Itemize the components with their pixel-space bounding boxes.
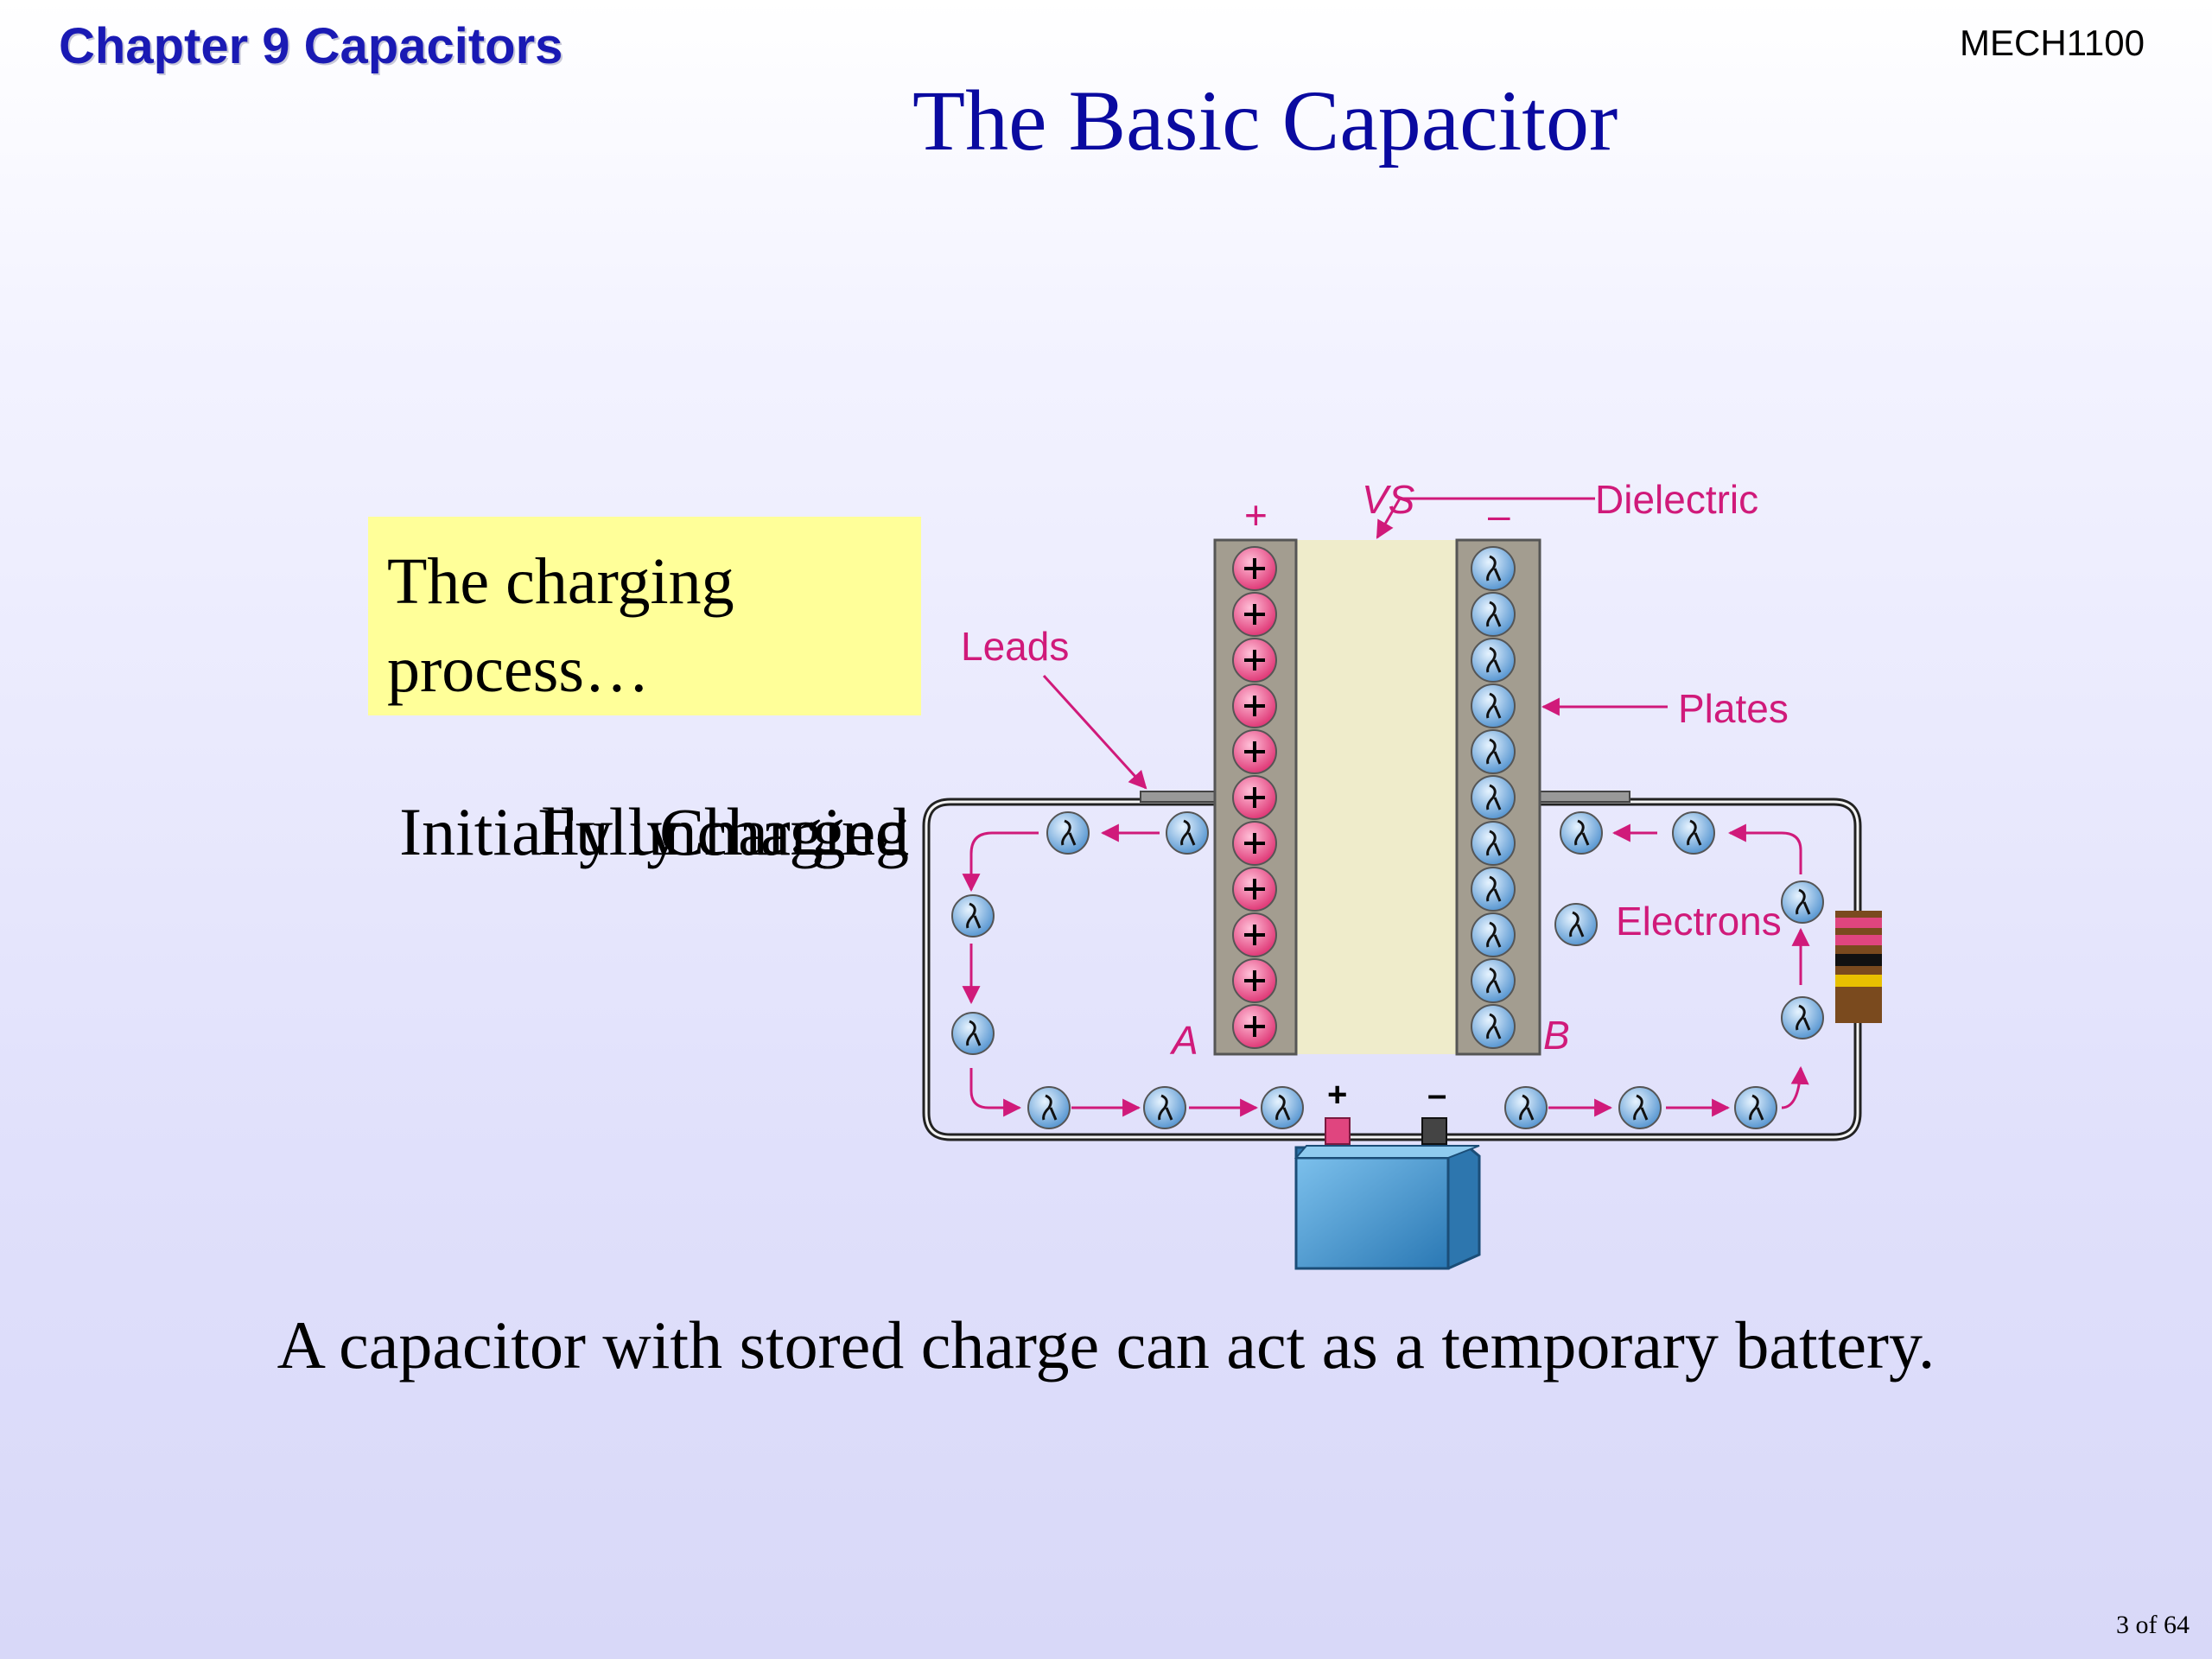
label-pointers [1042, 497, 1668, 790]
electron-icon [1471, 729, 1516, 774]
electron-icon [1672, 811, 1715, 855]
slide-caption: A capacitor with stored charge can act a… [276, 1307, 1936, 1382]
electron-icon [1781, 880, 1824, 924]
positive-charge-icon [1232, 867, 1277, 912]
positive-charge-icon [1232, 638, 1277, 683]
vs-label: VS [1362, 477, 1415, 522]
electron-icon [1781, 996, 1824, 1039]
plate-electrons [1471, 546, 1516, 1049]
electron-icon [1471, 958, 1516, 1003]
battery-positive-terminal [1325, 1117, 1351, 1145]
dielectric-region [1296, 540, 1457, 1054]
electron-icon [1734, 1086, 1777, 1129]
arrow-icon [969, 1068, 1022, 1117]
arrow-icon [1727, 823, 1802, 874]
electron-icon [1471, 912, 1516, 957]
plates-label: Plates [1678, 686, 1789, 731]
dielectric-pointer-tip [1376, 498, 1402, 539]
state-label-initial: Initially uncharged [399, 794, 909, 869]
electron-icon [1261, 1086, 1304, 1129]
electron-icon [1471, 546, 1516, 591]
leads-label: Leads [961, 624, 1069, 669]
electron-icon [1504, 1086, 1548, 1129]
electron-icon [1471, 775, 1516, 820]
electron-icon [1027, 1086, 1071, 1129]
electron-icon [1471, 638, 1516, 683]
positive-charge-icon [1232, 729, 1277, 774]
electron-icon [1560, 811, 1603, 855]
positive-charge-icon [1232, 821, 1277, 866]
course-code: MECH1100 [1960, 22, 2145, 63]
electron-icon [1554, 903, 1598, 946]
plate-b-label: B [1543, 1013, 1570, 1058]
electron-icon [1471, 867, 1516, 912]
positive-charge-icon [1232, 912, 1277, 957]
charging-state-labels: Initially uncharged Charging Fully charg… [356, 793, 909, 880]
battery-icon [1294, 1117, 1481, 1270]
positive-charge-icon [1232, 775, 1277, 820]
electron-icon [1471, 683, 1516, 728]
electron-flow-arrows [962, 823, 1810, 1117]
positive-charge-icon [1232, 592, 1277, 637]
circuit-electrons [951, 811, 1824, 1129]
positive-charge-icon [1232, 1004, 1277, 1049]
positive-charges [1232, 546, 1277, 1049]
electron-icon [1046, 811, 1090, 855]
callout-line-1: The charging [387, 545, 734, 618]
positive-charge-icon [1232, 958, 1277, 1003]
electron-icon [951, 1012, 995, 1055]
callout-box: The charging process… [368, 517, 921, 715]
resistor-icon [1835, 911, 1882, 1023]
battery-plus-label: + [1327, 1076, 1347, 1114]
dielectric-label: Dielectric [1595, 477, 1758, 522]
electron-icon [1471, 821, 1516, 866]
lead-right [1539, 791, 1630, 803]
battery-minus-label: – [1427, 1076, 1446, 1114]
plate-a-label: A [1169, 1018, 1198, 1063]
page-number: 3 of 64 [2116, 1611, 2190, 1639]
plus-top-label: + [1244, 493, 1268, 537]
callout-line-2: process… [387, 633, 650, 706]
electron-icon [1143, 1086, 1186, 1129]
lead-left [1140, 791, 1216, 803]
arrow-icon [1781, 1065, 1809, 1109]
circuit-wire [922, 798, 1862, 1141]
electron-icon [1618, 1086, 1662, 1129]
battery-negative-terminal [1421, 1117, 1447, 1145]
electron-icon [951, 894, 995, 938]
electron-icon [1471, 1004, 1516, 1049]
positive-charge-icon [1232, 683, 1277, 728]
chapter-heading: Chapter 9 Capacitors [59, 18, 563, 74]
arrow-icon [962, 831, 1039, 893]
electron-icon [1471, 592, 1516, 637]
electron-icon [1166, 811, 1209, 855]
leads-pointer [1042, 674, 1147, 790]
state-label-fully-charged: Fully charged [537, 794, 909, 869]
minus-top-label: – [1488, 493, 1510, 537]
electrons-label: Electrons [1616, 899, 1782, 944]
capacitor [1213, 538, 1541, 1056]
positive-charge-icon [1232, 546, 1277, 591]
slide-title: The Basic Capacitor [912, 73, 1618, 168]
state-label-charging: Charging [659, 794, 909, 869]
